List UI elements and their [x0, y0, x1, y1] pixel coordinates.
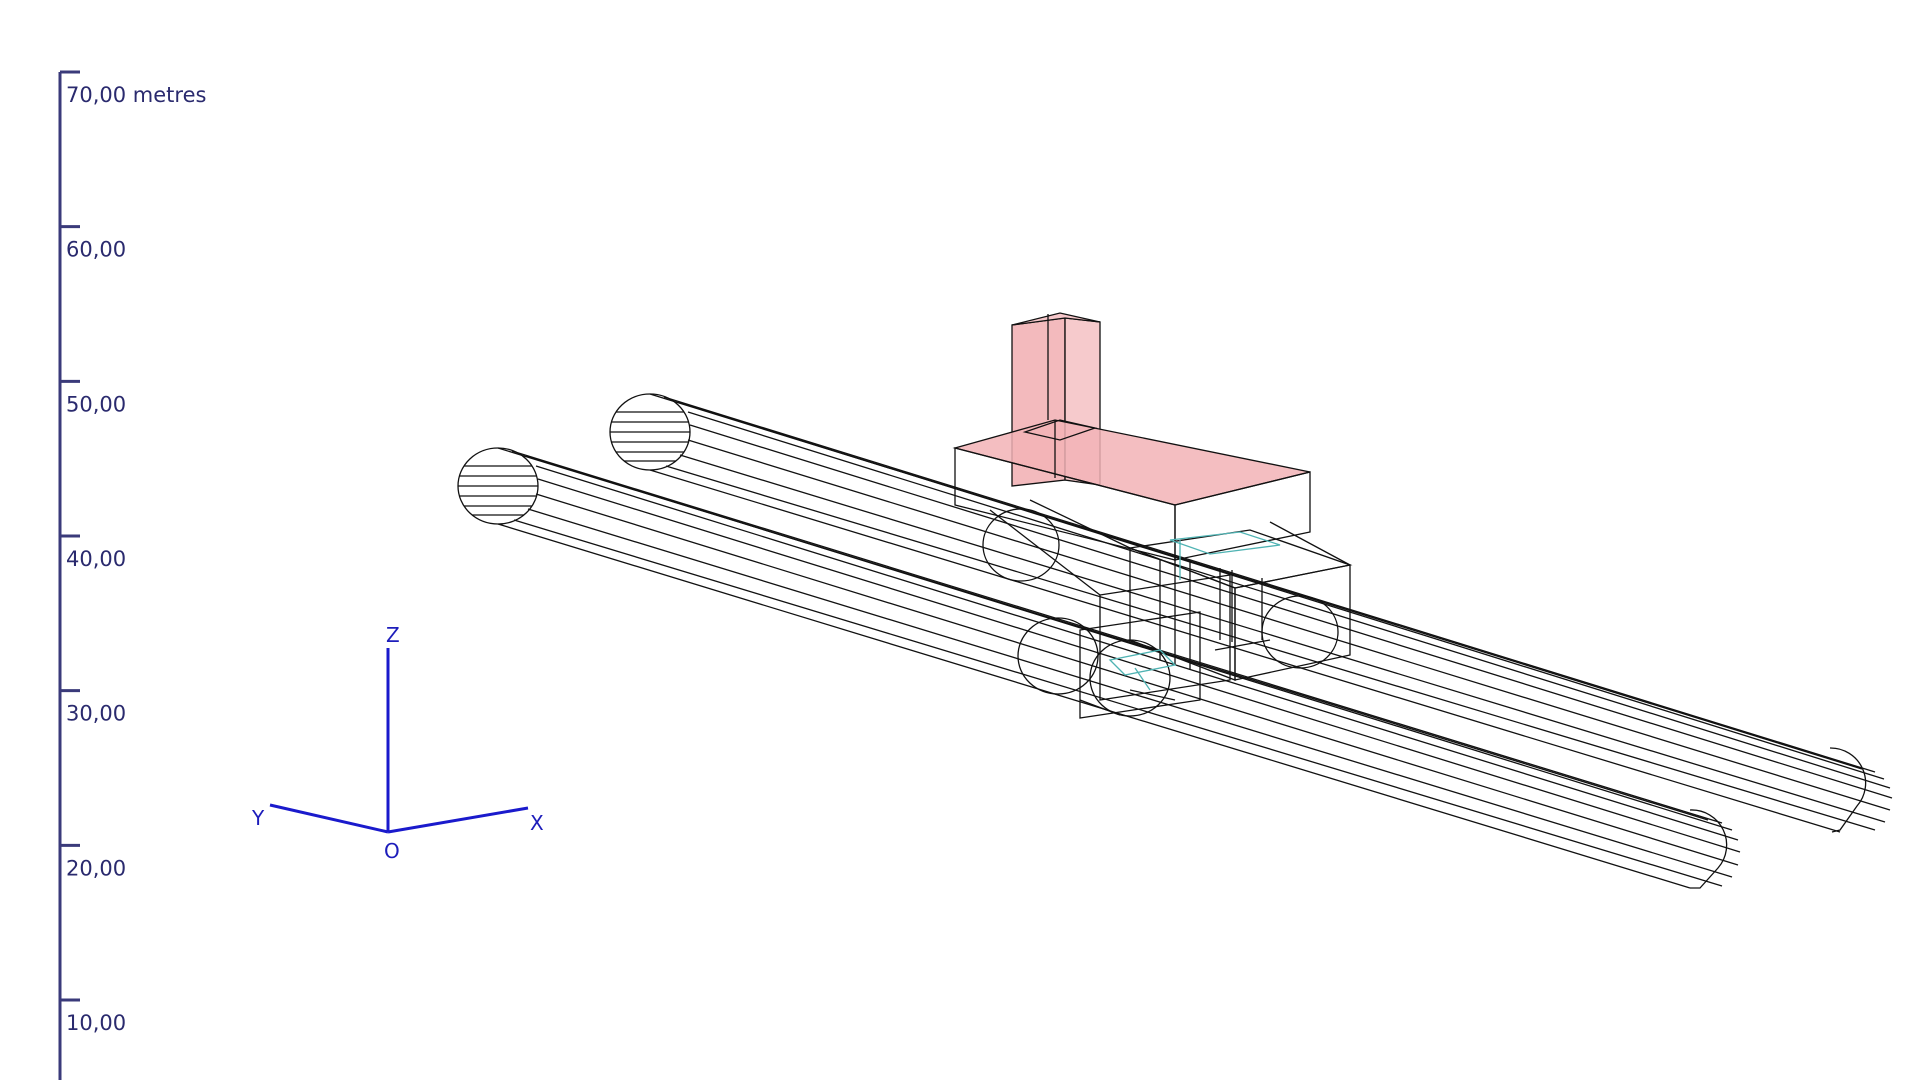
shaft-top-face — [1011, 312, 1101, 326]
front-tunnel-face-lines — [458, 465, 538, 516]
scale-tick-label: 40,00 — [66, 547, 126, 571]
connection-structure — [989, 499, 1353, 719]
station-roof — [952, 419, 1311, 506]
scale-tick-label: 50,00 — [66, 392, 126, 416]
cyan-passages — [1108, 531, 1281, 691]
shaft-base-opening — [1022, 419, 1098, 441]
back-tunnel-longitudinal-lines — [649, 393, 1893, 833]
scale-tick-label: 30,00 — [66, 702, 126, 726]
scale-tick-label: 60,00 — [66, 238, 126, 262]
z-axis-label: Z — [386, 623, 400, 647]
back-tunnel-face-lines — [610, 411, 690, 462]
scale-tick-label: 70,00 metres — [66, 83, 206, 107]
front-tunnel-far-end — [1689, 809, 1728, 889]
vertical-scale-bar: 70,00 metres 60,00 50,00 40,00 30,00 20,00 10,… — [58, 70, 206, 1080]
front-tunnel-longitudinal-lines — [497, 447, 1741, 889]
y-axis-label: Y — [251, 806, 265, 830]
scale-ticks: 70,00 metres 60,00 50,00 40,00 30,00 20,00 10,… — [60, 70, 206, 1035]
origin-label: O — [384, 839, 400, 863]
front-tunnel — [457, 447, 1741, 889]
y-axis-line — [269, 803, 389, 834]
x-axis-line — [387, 806, 529, 834]
scale-tick-label: 10,00 — [66, 1011, 126, 1035]
wireframe-model — [457, 312, 1893, 889]
axes-triad: Z Y X O — [251, 623, 544, 863]
scale-tick-label: 20,00 — [66, 856, 126, 880]
x-axis-label: X — [530, 811, 544, 835]
back-tunnel — [609, 393, 1893, 833]
